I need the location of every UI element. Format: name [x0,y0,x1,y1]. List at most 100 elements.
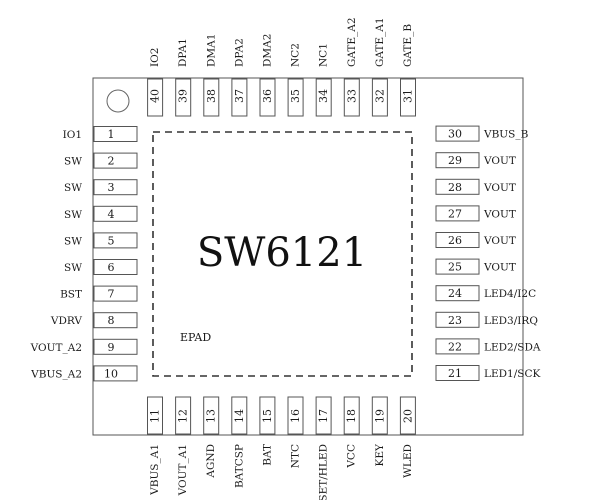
pin-name: GATE_A1 [374,17,386,67]
pin-name: VOUT [483,182,516,194]
pin-name: SW [64,235,82,247]
top-pin-39: 39 DPA1 [175,38,192,117]
pin-number: 10 [104,367,118,380]
pin-box [175,396,192,435]
pin-box [259,78,276,117]
pin-name: VOUT [483,155,516,167]
pin-number: 22 [448,340,462,353]
part-number: SW6121 [197,230,367,276]
pin-box [343,396,360,435]
left-pin-4: 4SW [64,205,138,222]
pin-box [231,78,248,117]
pin-number: 21 [448,367,462,380]
right-pin-28: 28 VOUT [435,178,516,195]
pin-box [147,78,164,117]
pin-name: IO2 [149,48,161,67]
right-pin-21: 21 LED1/SCK [435,365,541,381]
pin-number: 30 [448,128,462,141]
pin-number: 8 [108,314,115,327]
pin-name: LED4/I2C [484,288,536,300]
pin-number: 16 [289,409,302,423]
pin-number: 20 [401,409,414,423]
pin-name: VBUS_A2 [30,368,82,380]
pin-name: SW [64,156,82,168]
pin-number: 12 [177,409,190,423]
pin-box [315,78,332,117]
pin-layer: 1IO12SW3SW4SW5SW6SW7BST8VDRV9VOUT_A210VB… [30,17,541,500]
pin-box [93,152,138,169]
pin-name: NC1 [318,43,330,67]
pin-number: 2 [108,155,115,168]
pin-box [435,285,480,302]
pin-number: 36 [261,89,274,103]
left-pin-6: 6SW [64,259,138,275]
pin-box [93,179,138,196]
pin-box [435,338,480,355]
pin-number: 29 [448,154,462,167]
pin-box [93,232,138,249]
pin-number: 19 [373,409,386,423]
pin-number: 25 [448,261,462,274]
pin-name: KEY [374,443,386,467]
pin-box [93,205,138,222]
pin-number: 24 [448,287,462,300]
pin-name: BSET/HLED [318,444,330,500]
pin-box [147,396,163,435]
right-pin-22: 22 LED2/SDA [435,338,541,355]
pin-box [93,338,138,355]
pin-number: 18 [345,409,358,423]
pin-name: LED2/SDA [484,341,541,353]
pin-number: 15 [261,409,274,423]
pin-box [400,78,416,117]
pin-name: SW [64,209,82,221]
pin-name: IO1 [63,129,82,141]
pin-box [231,396,248,435]
right-pin-29: 29 VOUT [435,152,516,169]
pin-box [435,125,480,142]
pin-number: 39 [177,89,190,103]
pin-name: DPA1 [177,38,189,67]
pin-number: 7 [108,288,115,301]
pin-name: BAT [261,444,273,466]
pin-name: VBUS_A1 [149,444,161,496]
pin-name: LED1/SCK [484,368,541,380]
pin-number: 35 [289,89,302,103]
pin-number: 28 [448,181,462,194]
pin-box [435,178,480,195]
pin-number: 38 [205,89,218,103]
pin-box [371,78,388,117]
pin-name: NTC [290,444,302,468]
epad-label: EPAD [180,331,211,344]
pin-number: 33 [345,89,358,103]
pin-name: SW [64,182,82,194]
pin-name: VCC [346,444,358,469]
pin-name: LED3/IRQ [484,315,538,327]
pin-box [93,126,138,142]
pin-box [371,396,388,435]
pin-number: 27 [448,207,462,220]
pin-name: WLED [402,444,414,478]
pin-box [175,78,192,117]
right-pin-24: 24 LED4/I2C [435,285,536,302]
pin-number: 13 [205,409,218,423]
pin-box [203,78,220,117]
pin-number: 34 [317,89,330,103]
pin-number: 9 [108,341,115,354]
pin-box [93,285,138,302]
pin-box [93,259,138,275]
